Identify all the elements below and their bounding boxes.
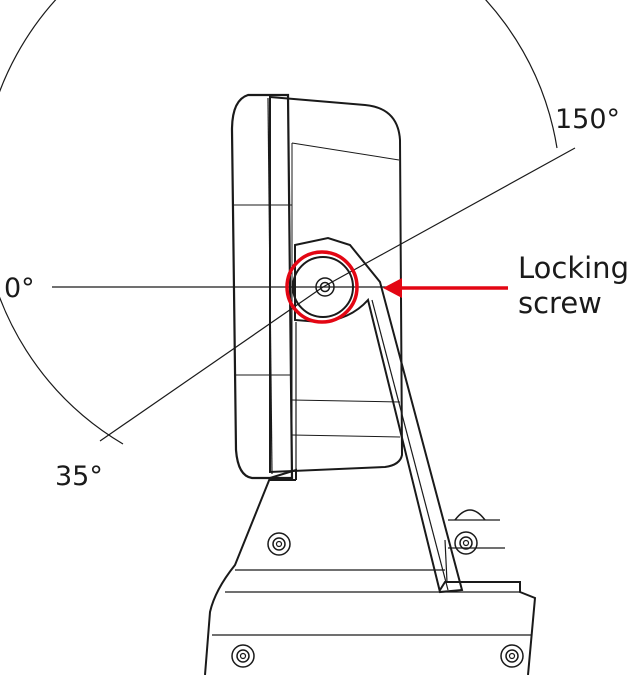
angle-label-max: 150° [555, 104, 620, 135]
housing-line-top [291, 142, 400, 161]
pivot-screw-center [319, 281, 331, 293]
callout-arrow [383, 278, 508, 298]
base-screw-upper-left [267, 532, 291, 556]
base-screw-upper-right [454, 531, 478, 555]
angle-label-min: 35° [55, 461, 103, 492]
bezel-edge-line [267, 97, 273, 475]
bracket-arm-outline [294, 236, 464, 594]
base-outline [204, 468, 297, 675]
pivot-screw-head [315, 277, 335, 297]
locking-screw-highlight [285, 250, 359, 324]
pivot-outer [292, 256, 354, 318]
base-body [204, 468, 537, 675]
base-screw-lower-right [500, 644, 524, 668]
tilt-range-arc [0, 0, 558, 445]
housing-line-bottom [291, 399, 401, 403]
base-right-outline [439, 581, 537, 675]
display-bezel [230, 93, 294, 480]
callout-label-line2: screw [518, 286, 602, 320]
display-head [230, 93, 404, 480]
mounting-bracket [294, 236, 464, 594]
min-angle-line [99, 286, 324, 442]
housing-line-base [291, 434, 401, 438]
pivot-hub [292, 256, 354, 318]
base-side-edge [444, 539, 448, 583]
base-screw-lower-left [231, 644, 255, 668]
display-housing [269, 95, 404, 474]
bracket-arm-inner-edge [371, 299, 449, 591]
callout-label-line1: Locking [518, 251, 629, 285]
angle-label-zero: 0° [4, 273, 35, 304]
base-knob [454, 509, 486, 521]
